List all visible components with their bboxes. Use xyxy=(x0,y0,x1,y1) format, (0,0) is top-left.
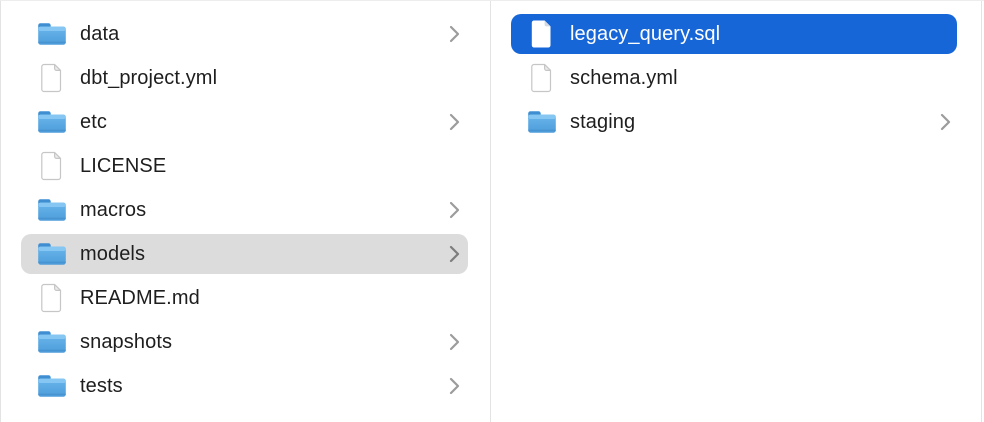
file-label: legacy_query.sql xyxy=(570,22,721,45)
folder-icon xyxy=(38,23,66,45)
document-icon xyxy=(37,282,67,314)
folder-icon xyxy=(37,106,67,138)
file-label: LICENSE xyxy=(80,154,167,177)
file-row-etc[interactable]: etc xyxy=(1,100,490,144)
file-row-data[interactable]: data xyxy=(1,12,490,56)
chevron-right-icon xyxy=(449,377,460,395)
document-icon xyxy=(527,62,557,94)
chevron-right-icon xyxy=(449,245,460,263)
document-icon xyxy=(41,283,62,313)
chevron-right-icon xyxy=(449,113,460,131)
file-label: models xyxy=(80,242,146,265)
selection-highlight xyxy=(21,234,468,274)
chevron-right-icon xyxy=(449,201,460,219)
folder-icon xyxy=(38,375,66,397)
file-row-legacy_query.sql[interactable]: legacy_query.sql xyxy=(491,12,981,56)
column-models-rows: legacy_query.sql schema.yml xyxy=(491,12,981,144)
file-row-tests[interactable]: tests xyxy=(1,364,490,408)
column-parent-rows: data dbt_project.yml xyxy=(1,12,490,408)
file-row-LICENSE[interactable]: LICENSE xyxy=(1,144,490,188)
folder-icon xyxy=(37,370,67,402)
file-label: README.md xyxy=(80,286,200,309)
file-label: snapshots xyxy=(80,330,173,353)
file-row-macros[interactable]: macros xyxy=(1,188,490,232)
file-label: schema.yml xyxy=(570,66,678,89)
chevron-right-icon xyxy=(449,25,460,43)
chevron-right-icon xyxy=(449,333,460,351)
file-label: etc xyxy=(80,110,107,133)
file-label: macros xyxy=(80,198,147,221)
file-label: data xyxy=(80,22,120,45)
file-row-schema.yml[interactable]: schema.yml xyxy=(491,56,981,100)
folder-icon xyxy=(38,243,66,265)
document-icon xyxy=(41,151,62,181)
document-icon xyxy=(41,63,62,93)
file-label: tests xyxy=(80,374,123,397)
document-icon xyxy=(37,62,67,94)
column-parent-folder: data dbt_project.yml xyxy=(0,1,491,422)
folder-icon xyxy=(38,111,66,133)
file-row-snapshots[interactable]: snapshots xyxy=(1,320,490,364)
file-label: dbt_project.yml xyxy=(80,66,218,89)
column-models-folder: legacy_query.sql schema.yml xyxy=(491,1,982,422)
folder-icon xyxy=(37,238,67,270)
file-label: staging xyxy=(570,110,636,133)
document-icon xyxy=(527,18,557,50)
folder-icon xyxy=(37,326,67,358)
folder-icon xyxy=(37,194,67,226)
document-icon xyxy=(531,20,551,48)
file-row-staging[interactable]: staging xyxy=(491,100,981,144)
folder-icon xyxy=(37,18,67,50)
file-row-dbt_project.yml[interactable]: dbt_project.yml xyxy=(1,56,490,100)
file-row-README.md[interactable]: README.md xyxy=(1,276,490,320)
folder-icon xyxy=(527,106,557,138)
selection-highlight xyxy=(511,14,957,54)
chevron-right-icon xyxy=(940,113,951,131)
document-icon xyxy=(531,63,552,93)
file-row-models[interactable]: models xyxy=(1,232,490,276)
folder-icon xyxy=(528,111,556,133)
folder-icon xyxy=(38,331,66,353)
folder-icon xyxy=(38,199,66,221)
document-icon xyxy=(37,150,67,182)
